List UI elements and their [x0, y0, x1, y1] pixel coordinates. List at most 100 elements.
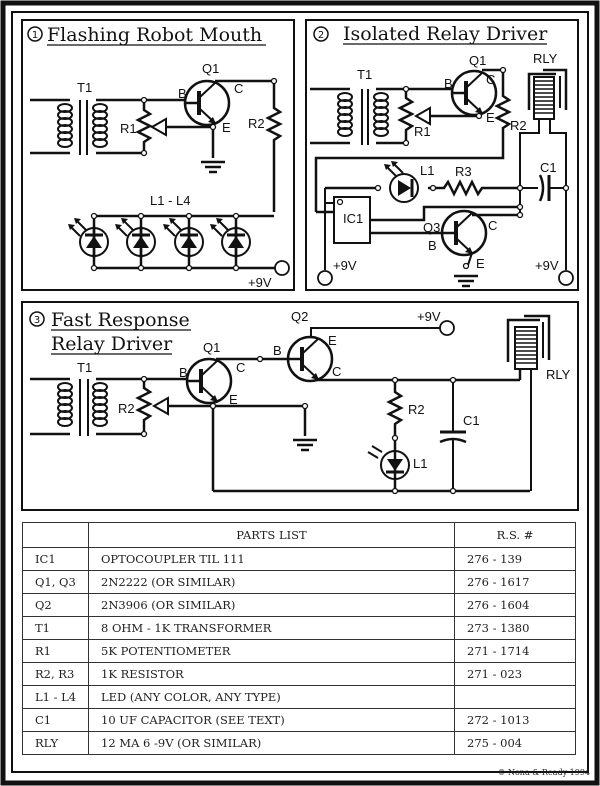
svg-text:C: C: [236, 360, 245, 375]
part-description: 1K RESISTOR: [88, 662, 455, 686]
svg-text:Q2: Q2: [291, 309, 308, 324]
part-id: RLY: [22, 731, 89, 755]
svg-text:E: E: [486, 110, 495, 125]
part-id: T1: [22, 616, 89, 640]
part-rs-number: 275 - 004: [454, 731, 576, 755]
svg-text:RLY: RLY: [533, 51, 558, 66]
inner-frame: [11, 11, 589, 773]
svg-text:C1: C1: [540, 160, 557, 175]
relay-rly: RLY: [527, 51, 568, 120]
svg-text:B: B: [273, 343, 282, 358]
svg-text:B: B: [179, 365, 188, 380]
part-rs-number: 272 - 1013: [454, 708, 576, 732]
header-description: PARTS LIST: [88, 522, 455, 548]
junction-dots: [90, 66, 570, 495]
led-l2: [113, 216, 157, 260]
part-id: L1 - L4: [22, 685, 89, 709]
svg-text:C: C: [488, 218, 497, 233]
svg-text:R1: R1: [414, 124, 431, 139]
svg-text:T1: T1: [77, 360, 92, 375]
supply-terminal: [439, 320, 455, 336]
part-description: OPTOCOUPLER TIL 111: [88, 547, 455, 571]
svg-text:+9V: +9V: [333, 258, 357, 273]
panel-title-line2: Relay Driver: [51, 333, 173, 355]
svg-text:E: E: [229, 392, 238, 407]
supply-terminal: [274, 260, 290, 276]
part-id: R2, R3: [22, 662, 89, 686]
part-id: C1: [22, 708, 89, 732]
part-rs-number: 276 - 139: [454, 547, 576, 571]
panel-flashing-robot-mouth: 1 Flashing Robot Mouth T1 R1 Q1 B C E: [21, 19, 295, 291]
panel-title: Flashing Robot Mouth: [47, 24, 262, 46]
copyright-notice: © Nona & Ready 1994: [497, 768, 590, 777]
svg-text:IC1: IC1: [343, 211, 363, 226]
transformer-t1: T1: [30, 80, 108, 155]
part-rs-number: 276 - 1604: [454, 593, 576, 617]
supply-terminal-left: [317, 270, 333, 286]
part-rs-number: [454, 685, 576, 709]
svg-text:R2: R2: [118, 401, 135, 416]
svg-text:L1: L1: [420, 163, 434, 178]
svg-text:B: B: [428, 238, 437, 253]
panel-title: Isolated Relay Driver: [343, 23, 548, 45]
led-l4: [208, 216, 252, 260]
svg-text:+9V: +9V: [248, 275, 272, 290]
svg-text:R2: R2: [510, 118, 527, 133]
relay-rly: RLY: [506, 314, 571, 382]
svg-text:C: C: [234, 81, 243, 96]
svg-text:R1: R1: [120, 121, 137, 136]
svg-text:Q1: Q1: [469, 53, 486, 68]
svg-text:T1: T1: [357, 67, 372, 82]
optocoupler-ic1: [333, 196, 371, 244]
header-rs-number: R.S. #: [454, 522, 576, 548]
svg-text:Q3: Q3: [423, 220, 440, 235]
part-id: Q2: [22, 593, 89, 617]
svg-text:B: B: [178, 86, 187, 101]
part-rs-number: 271 - 023: [454, 662, 576, 686]
svg-text:+9V: +9V: [417, 309, 441, 324]
panel-title-line1: Fast Response: [51, 309, 190, 331]
panel-number: 3: [34, 315, 40, 326]
part-description: 2N3906 (OR SIMILAR): [88, 593, 455, 617]
panel-number: 2: [318, 30, 324, 41]
part-id: Q1, Q3: [22, 570, 89, 594]
part-description: 5K POTENTIOMETER: [88, 639, 455, 663]
svg-text:E: E: [222, 120, 231, 135]
panel-number-badge: [29, 311, 45, 327]
part-description: 2N2222 (OR SIMILAR): [88, 570, 455, 594]
svg-text:E: E: [328, 333, 337, 348]
svg-text:R2: R2: [408, 402, 425, 417]
part-description: LED (ANY COLOR, ANY TYPE): [88, 685, 455, 709]
panel-number: 1: [32, 30, 38, 41]
svg-text:+9V: +9V: [535, 258, 559, 273]
part-id: IC1: [22, 547, 89, 571]
supply-terminal-right: [558, 270, 574, 286]
svg-text:T1: T1: [77, 80, 92, 95]
part-description: 10 UF CAPACITOR (SEE TEXT): [88, 708, 455, 732]
transformer-t1: T1: [310, 67, 389, 145]
transformer-t1: T1: [30, 360, 108, 436]
part-description: 12 MA 6 -9V (OR SIMILAR): [88, 731, 455, 755]
svg-text:Q1: Q1: [203, 340, 220, 355]
svg-text:R3: R3: [455, 164, 472, 179]
part-id: R1: [22, 639, 89, 663]
svg-text:Q1: Q1: [202, 61, 219, 76]
parts-list-header: PARTS LIST R.S. #: [22, 522, 576, 548]
svg-text:C: C: [332, 364, 341, 379]
panel-number-badge: [27, 26, 43, 42]
svg-text:C1: C1: [463, 413, 480, 428]
panel-number-badge: [313, 26, 329, 42]
panel-isolated-relay-driver: 2 Isolated Relay Driver T1 R1 Q1 B C E R…: [305, 19, 579, 291]
svg-text:E: E: [476, 256, 485, 271]
